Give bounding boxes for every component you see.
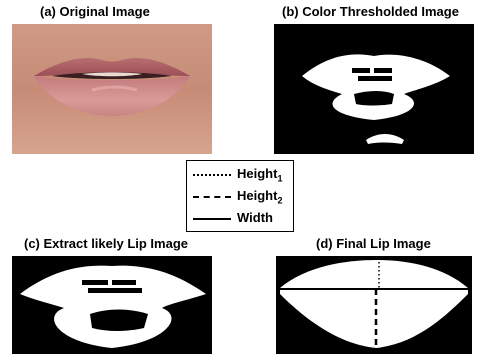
solid-line-swatch bbox=[193, 218, 231, 220]
dashed-line-swatch bbox=[193, 196, 231, 198]
legend-item-width: Width bbox=[193, 209, 293, 229]
caption-extract-likely-lip-image: (c) Extract likely Lip Image bbox=[24, 236, 188, 251]
color-thresholded-image bbox=[274, 24, 474, 154]
caption-original-image: (a) Original Image bbox=[40, 4, 150, 19]
legend-item-height1: Height1 bbox=[193, 165, 293, 185]
extracted-lip-image bbox=[12, 256, 212, 354]
final-lip-image bbox=[276, 256, 472, 354]
legend-item-height2: Height2 bbox=[193, 187, 293, 207]
original-lip-photo bbox=[12, 24, 212, 154]
dotted-line-swatch bbox=[193, 174, 231, 176]
caption-color-thresholded-image: (b) Color Thresholded Image bbox=[282, 4, 459, 19]
legend-label: Height1 bbox=[237, 166, 282, 184]
legend-label: Width bbox=[237, 210, 273, 225]
caption-final-lip-image: (d) Final Lip Image bbox=[316, 236, 431, 251]
legend: Height1 Height2 Width bbox=[186, 160, 294, 232]
legend-label: Height2 bbox=[237, 188, 282, 206]
